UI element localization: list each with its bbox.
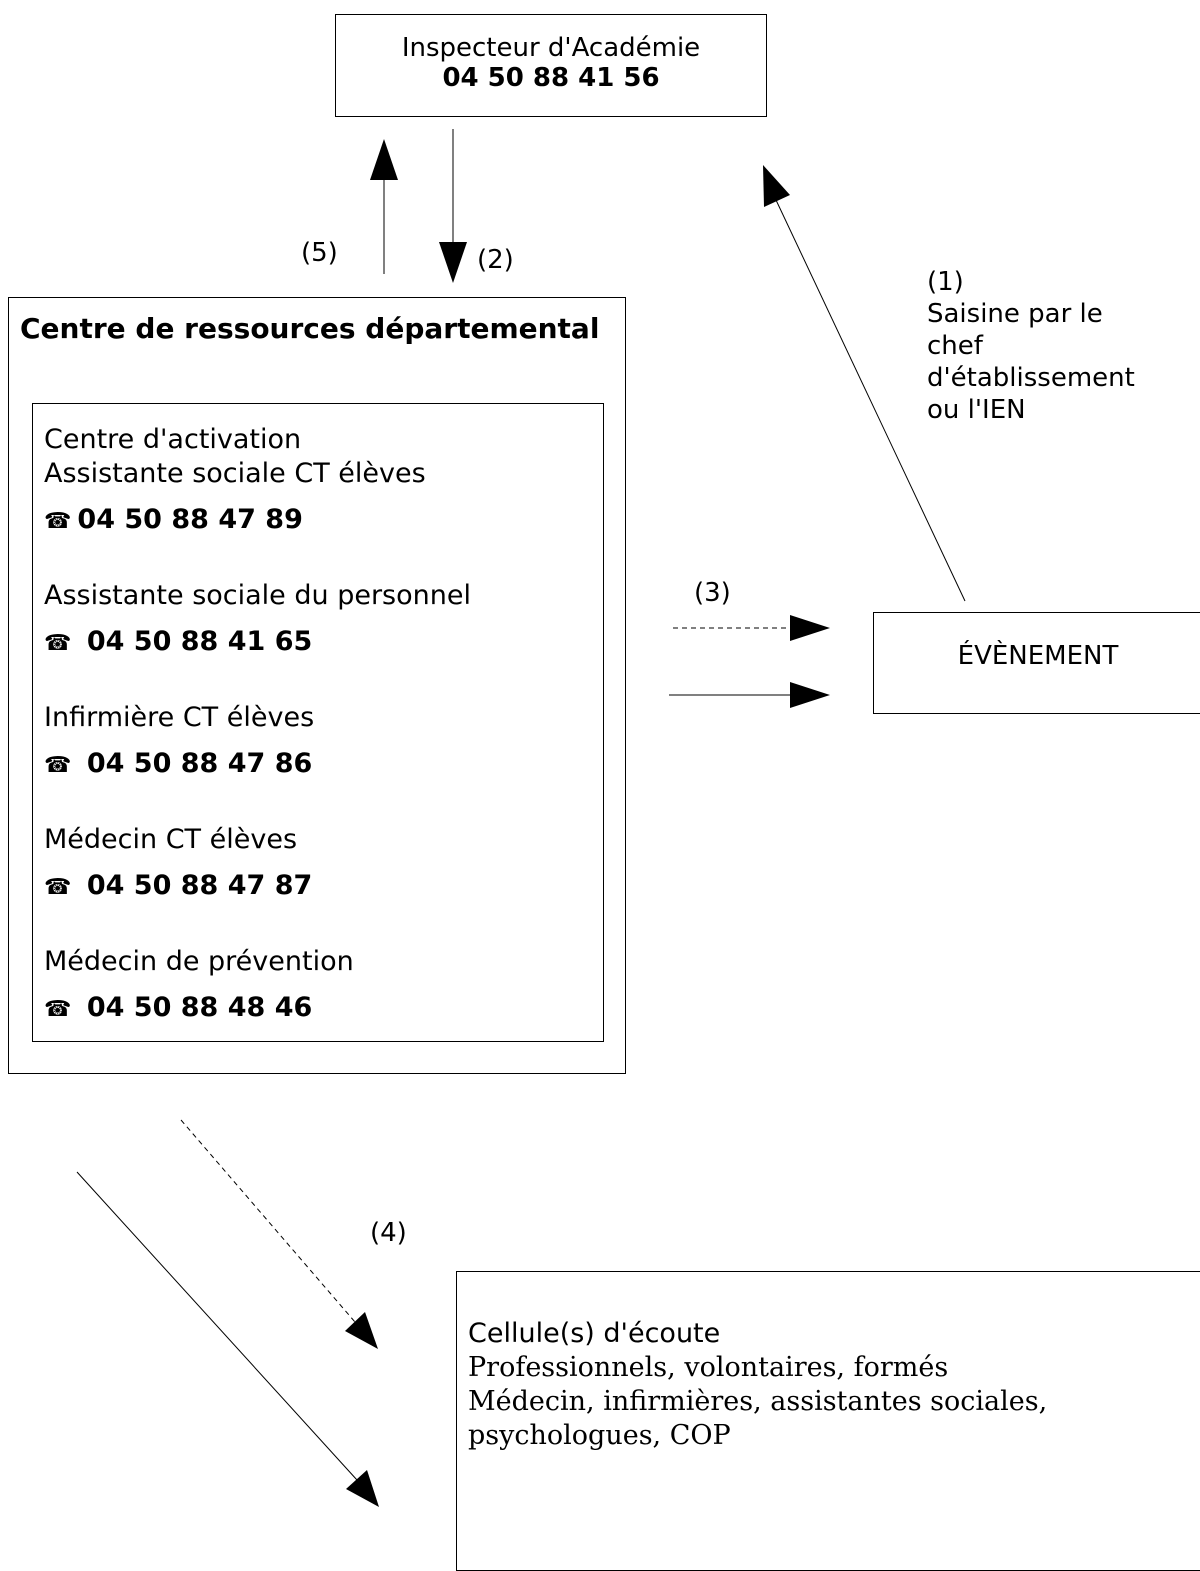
telephone-icon: ☎ [44, 997, 72, 1022]
contact-label: Médecin CT élèves [44, 824, 298, 855]
arrow-3-dashed-head [790, 615, 830, 641]
inspecteur-title: Inspecteur d'Académie [401, 33, 701, 63]
contact-phone-number: 04 50 88 41 65 [86, 626, 313, 657]
arrow-4-solid-head [346, 1470, 379, 1507]
step-1-line: ou l'IEN [927, 395, 1026, 425]
centre-ressources-title: Centre de ressources départemental [20, 312, 600, 345]
inspecteur-phone: 04 50 88 41 56 [442, 63, 660, 93]
contact-phone: ☎ 04 50 88 48 46 [44, 992, 312, 1024]
step-1-line: chef [927, 331, 983, 361]
telephone-icon: ☎ [44, 509, 72, 534]
step-1-line: d'établissement [927, 363, 1135, 393]
evenement-label: ÉVÈNEMENT [957, 641, 1119, 671]
cellule-line: psychologues, COP [468, 1420, 731, 1451]
contact-phone: ☎04 50 88 47 89 [44, 504, 303, 536]
evenement-box [873, 612, 1200, 714]
contact-label: Assistante sociale du personnel [44, 580, 471, 611]
contacts-box [32, 403, 604, 1042]
step-5-label: (5) [301, 238, 338, 268]
arrow-1-line [775, 199, 966, 602]
contact-label: Infirmière CT élèves [44, 702, 315, 733]
step-4-label: (4) [370, 1218, 407, 1248]
contact-phone: ☎ 04 50 88 47 87 [44, 870, 312, 902]
contact-label: Médecin de prévention [44, 946, 354, 977]
contact-label: Assistante sociale CT élèves [44, 458, 426, 489]
arrow-4-solid-line [76, 1171, 358, 1481]
telephone-icon: ☎ [44, 753, 72, 778]
step-3-label: (3) [694, 578, 731, 608]
contact-phone: ☎ 04 50 88 41 65 [44, 626, 312, 658]
contact-phone-number: 04 50 88 47 86 [86, 748, 313, 779]
inspecteur-box: Inspecteur d'Académie 04 50 88 41 56 [335, 14, 767, 117]
step-1-line: Saisine par le [927, 299, 1103, 329]
arrow-4-dashed-line [180, 1119, 356, 1323]
arrow-4-dashed-head [345, 1312, 378, 1349]
telephone-icon: ☎ [44, 875, 72, 900]
step-1-label: (1) Saisine par le chef d'établissement … [927, 266, 1135, 426]
cellule-line: Professionnels, volontaires, formés [468, 1352, 949, 1383]
telephone-icon: ☎ [44, 631, 72, 656]
contact-phone-number: 04 50 88 47 89 [77, 504, 303, 535]
contact-phone-number: 04 50 88 48 46 [86, 992, 313, 1023]
step-1-number: (1) [927, 267, 964, 297]
contact-phone: ☎ 04 50 88 47 86 [44, 748, 312, 780]
cellule-ecoute-title: Cellule(s) d'écoute [468, 1318, 721, 1349]
step-2-label: (2) [477, 245, 514, 275]
arrow-1-head [763, 165, 790, 207]
arrow-3-solid-head [790, 682, 830, 708]
contact-label: Centre d'activation [44, 424, 302, 455]
contact-phone-number: 04 50 88 47 87 [86, 870, 313, 901]
arrow-2-head [439, 242, 467, 283]
arrow-5-head [370, 139, 398, 180]
cellule-line: Médecin, infirmières, assistantes social… [468, 1386, 1048, 1417]
centre-ressources-box [8, 297, 626, 1074]
